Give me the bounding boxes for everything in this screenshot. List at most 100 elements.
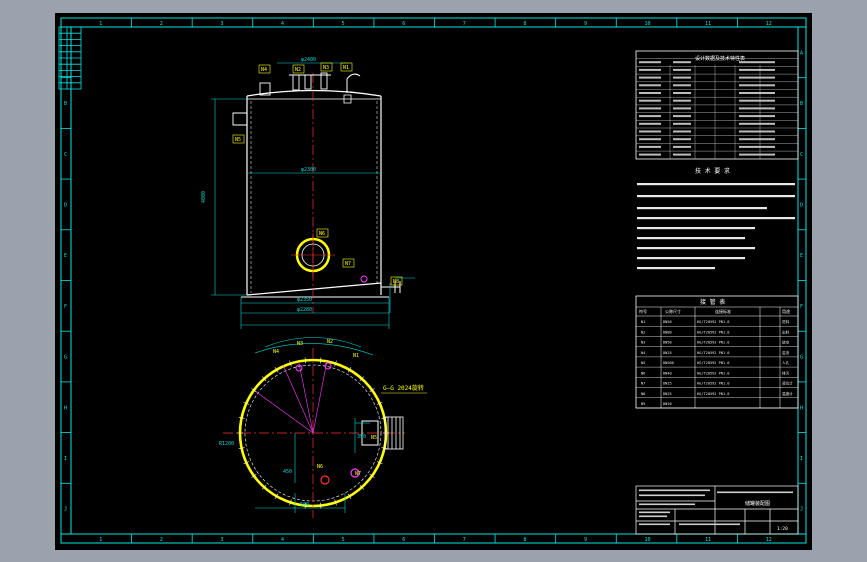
nozzle-table-cell: DN80 [663,330,672,334]
frame-label-right: B [800,101,803,107]
nozzle-table-cell: N1 [641,320,645,324]
drawing-name: 储罐装配图 [745,500,770,507]
nozzle-table-cell: HG/T20592 PN1.0 [697,341,729,345]
frame-label-bottom: 7 [463,537,466,543]
frame-label-top: 11 [705,21,711,27]
design-table-title: 设计数据及技术特性表 [695,55,745,62]
tech-requirements [637,183,795,270]
elevation-dimension: φ2300 [301,167,316,173]
frame-label-left: E [64,253,67,259]
drain-nozzle [381,281,401,293]
frame-label-top: 12 [766,21,772,27]
nozzle-table-cell: 放空 [782,340,790,345]
frame-label-bottom: 5 [342,537,345,543]
frame-label-bottom: 3 [220,537,223,543]
frame-label-top: 4 [281,21,284,27]
elevation-tag-box [342,258,355,268]
frame-label-left: H [64,405,67,411]
elevation-dimension: φ2400 [301,57,316,63]
vessel-bottom [246,282,382,296]
elevation-tag-box [232,134,245,144]
elevation-dimension: φ2350 [297,297,312,303]
elevation-tag: N7 [345,261,351,267]
frame-label-left: J [64,507,67,513]
frame-label-bottom: 11 [705,537,711,543]
frame-label-right: D [800,202,803,208]
frame-label-top: 8 [523,21,526,27]
nozzle-top-3 [320,72,328,90]
frame-label-top: 7 [463,21,466,27]
nozzle-table-cell: 人孔 [782,360,790,365]
frame-label-left: G [64,355,67,361]
drawing-scale: 1:20 [777,526,788,532]
frame-label-top: 6 [402,21,405,27]
frame-label-bottom: 10 [645,537,651,543]
plan-tag: N5 [371,435,377,441]
nozzle-table-cell: 溢流 [782,350,790,355]
title-block [635,485,799,535]
nozzle-table-header: 连接标准 [715,308,731,314]
nozzle-table-header: 公称尺寸 [665,308,681,314]
frame-label-bottom: 8 [523,537,526,543]
nozzle-table-cell: HG/T20592 PN1.0 [697,351,729,355]
revision-block [58,26,82,90]
frame-label-bottom: 6 [402,537,405,543]
elevation-tag-box [292,64,305,74]
frame-label-bottom: 9 [584,537,587,543]
nozzle-table-cell: N5 [641,361,645,365]
nozzle-table-cell: HG/T20592 PN1.0 [697,320,729,324]
frame-label-top: 10 [645,21,651,27]
nozzle-table-cell: N7 [641,382,645,386]
nozzle-top-1 [292,74,300,91]
nozzle-table-cell: N8 [641,392,645,396]
elevation-tag: N3 [323,65,329,71]
drawing-frame [60,17,807,544]
frame-ticks [61,18,806,543]
cad-drawing: 112233445566778899101011111212ABBCCDDEEF… [58,17,807,544]
frame-label-right: E [800,253,803,259]
elevation-tag: N1 [343,65,349,71]
elevation-tag-box [320,62,333,72]
plan-nozzle-3 [350,468,360,478]
elevation-tag-box [340,62,353,72]
overflow-nozzle [259,82,271,96]
nozzle-table-cell: N4 [641,351,645,355]
frame-label-top: 9 [584,21,587,27]
frame-label-left: B [64,101,67,107]
frame-label-top: 2 [160,21,163,27]
nozzle-table-cell: DN40 [663,371,672,375]
nozzle-table-cell: N9 [641,402,645,406]
vessel-roof [246,89,382,97]
plan-bolt-ticks [237,357,389,509]
nozzle-table-cell: DN25 [663,392,672,396]
frame-label-top: 1 [99,21,102,27]
plan-tag: N7 [355,471,361,477]
nozzle-table-cell: 排污 [782,370,790,375]
nozzle-table-cell: DN50 [663,320,672,324]
plan-nozzle-1 [295,364,303,372]
elevation-tag: N6 [319,231,325,237]
elevation-dimension: φ2280 [297,307,312,313]
elevation-view [211,62,415,329]
frame-label-left: C [64,152,67,158]
nozzle-table-header: 用途 [782,308,790,314]
frame-label-right: F [800,304,803,310]
nozzle-table-cell: N2 [641,330,645,334]
plan-dimensions [255,418,370,513]
nozzle-table-cell: DN25 [663,351,672,355]
nozzle-table-cell: DN50 [663,341,672,345]
nozzle-table-cell: N6 [641,371,645,375]
nozzle-table-cell: HG/T20592 PN1.0 [697,392,729,396]
nozzle-table-cell: DN25 [663,382,672,386]
plan-dimension: 350 [357,434,366,440]
frame-label-bottom: 1 [99,537,102,543]
nozzle-table-cell: DN20 [663,402,672,406]
nozzle-table-cell: DN500 [663,361,674,365]
frame-label-left: D [64,202,67,208]
plan-dimension: 500 [300,502,309,508]
frame-label-bottom: 12 [766,537,772,543]
frame-label-bottom: 2 [160,537,163,543]
plan-tag: N3 [297,341,303,347]
